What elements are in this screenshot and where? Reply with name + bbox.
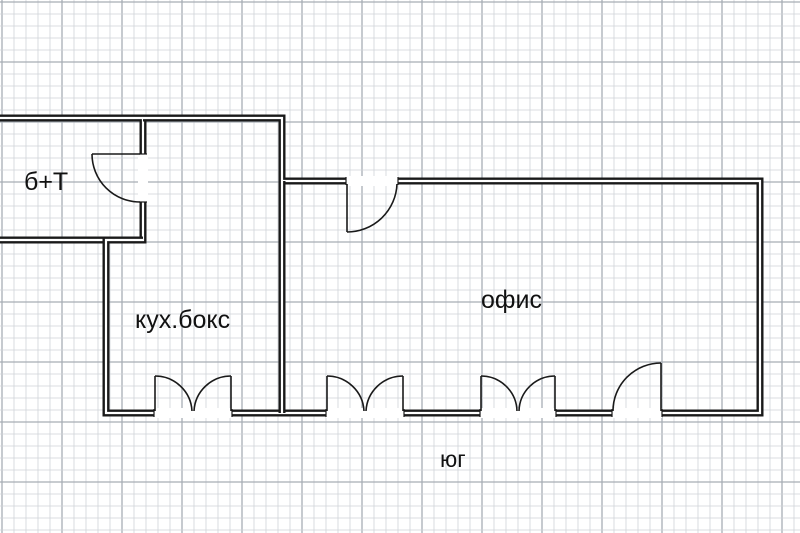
room-label-kitchen: кух.бокс — [135, 306, 230, 334]
orientation-label-south: юг — [440, 446, 466, 472]
room-label-office: офис — [481, 286, 542, 314]
walls — [0, 114, 764, 417]
office-double-door-1 — [325, 375, 405, 418]
bath-door — [91, 153, 148, 203]
south-openings — [153, 362, 663, 418]
room-label-bath: б+Т — [24, 168, 68, 196]
office-entrance-door — [345, 176, 399, 233]
kitchen-double-door — [153, 375, 233, 418]
office-double-door-2 — [479, 375, 557, 418]
office-single-door — [611, 362, 663, 418]
